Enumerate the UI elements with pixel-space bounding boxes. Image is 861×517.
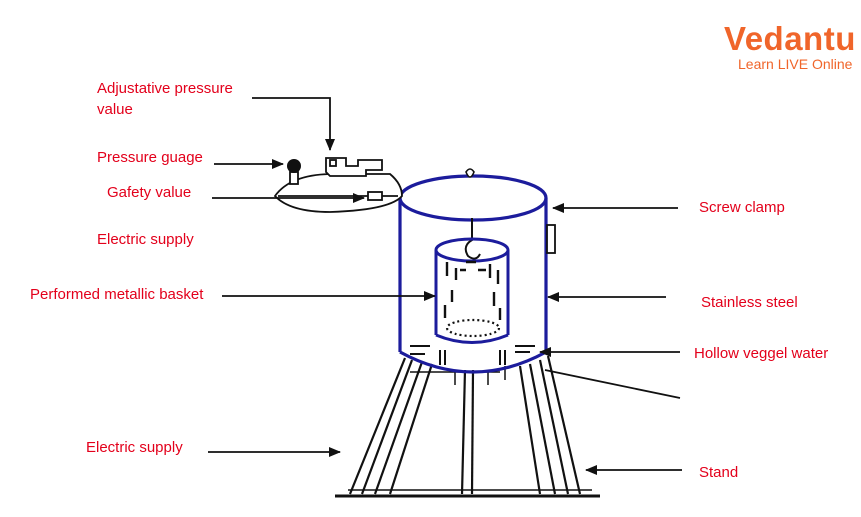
label-hollow-vessel: Hollow veggel water — [694, 345, 829, 362]
logo-wordmark: Vedantu — [724, 20, 856, 57]
basket-bottom-holes — [445, 318, 501, 338]
callout-arrows — [208, 97, 682, 475]
label-screw-clamp: Screw clamp — [699, 199, 785, 216]
screw-clamp-tab — [546, 224, 556, 254]
metallic-basket — [434, 237, 510, 344]
lid-handle — [465, 168, 475, 178]
pressure-gauge-dial — [287, 159, 301, 173]
logo-tagline: Learn LIVE Online — [738, 56, 853, 72]
label-adjustable-pressure-valve-line1: Adjustative pressure — [97, 80, 233, 97]
basket-perforations — [443, 260, 502, 320]
label-electric-supply-bottom: Electric supply — [86, 439, 183, 456]
basket-hook — [464, 218, 481, 260]
vedantu-logo: Vedantu Learn LIVE Online — [724, 20, 856, 73]
label-pressure-gauge: Pressure guage — [97, 149, 203, 166]
label-stand: Stand — [699, 464, 739, 481]
label-adjustable-pressure-valve-line2: value — [97, 101, 133, 118]
lid-assembly — [273, 157, 403, 213]
stand-frame — [335, 355, 600, 498]
label-metallic-basket: Performed metallic basket — [30, 286, 204, 303]
label-stainless-steel: Stainless steel — [701, 294, 798, 311]
water-level-marks — [410, 345, 535, 365]
label-safety-valve: Gafety value — [107, 184, 192, 201]
label-electric-supply-top: Electric supply — [97, 231, 194, 248]
